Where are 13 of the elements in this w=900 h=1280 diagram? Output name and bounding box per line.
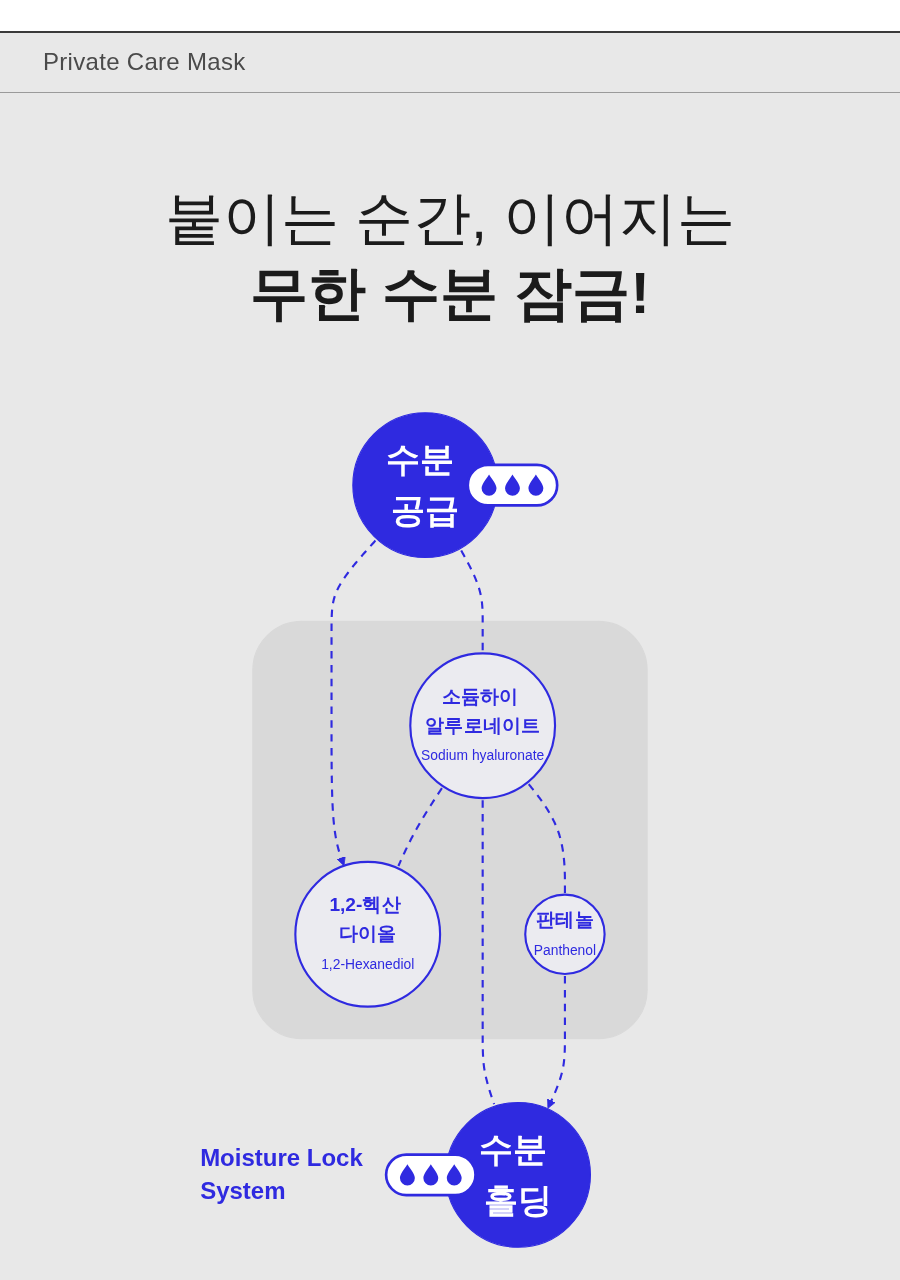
dashed-line	[397, 787, 443, 867]
circle-node: 수분 홀딩	[445, 1101, 591, 1248]
header-text: Private Care Mask	[43, 48, 246, 76]
dashed-line	[528, 783, 566, 893]
dashed-arrow	[547, 976, 566, 1109]
circle-node: 소듐하이 알루로네이트 Sodium hyaluronate	[409, 652, 557, 800]
dashed-arrow	[330, 539, 377, 867]
dashed-line	[481, 800, 496, 1105]
side-label: Moisture Lock System	[200, 1143, 364, 1206]
headline: 붙이는 순간, 이어지는 무한 수분 잠금!	[163, 184, 737, 328]
circle-node: 판테놀 Panthenol	[524, 893, 606, 976]
dashed-line	[460, 549, 484, 652]
circle-node: 1,2-헥산 다이올 1,2-Hexanediol	[294, 860, 442, 1008]
